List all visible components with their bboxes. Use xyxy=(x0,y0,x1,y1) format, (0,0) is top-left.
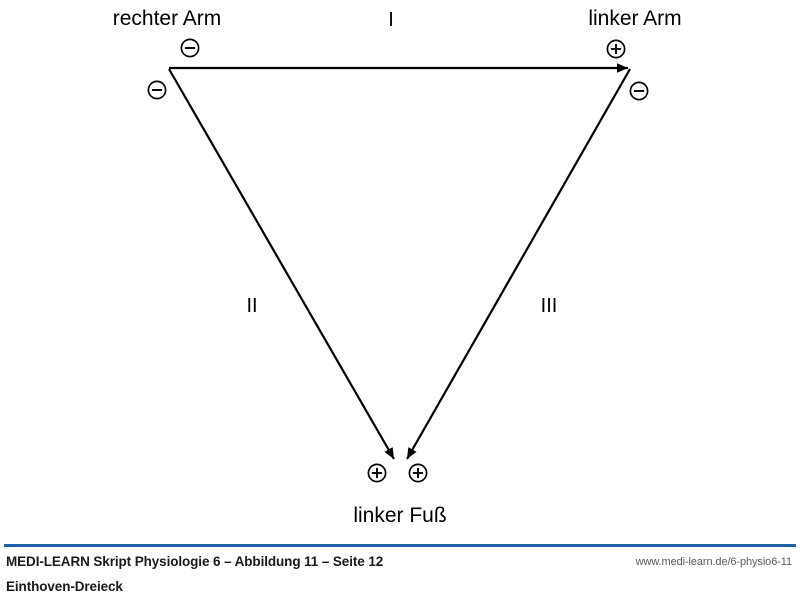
footer-figure-title: Einthoven-Dreieck xyxy=(6,579,123,595)
einthoven-triangle-figure: rechter Arm linker Arm linker Fuß I II I… xyxy=(112,7,682,527)
plus-circle-icon-left-foot-lead-ii xyxy=(367,463,388,484)
minus-circle-icon-left-arm-lead-iii xyxy=(629,81,650,102)
node-label-right-arm: rechter Arm xyxy=(112,7,222,30)
lead-iii-line xyxy=(406,68,631,460)
footer-divider xyxy=(4,544,796,547)
plus-circle-icon-left-arm-lead-i xyxy=(606,39,627,60)
node-label-left-arm: linker Arm xyxy=(588,7,682,30)
footer-url[interactable]: www.medi-learn.de/6-physio6-11 xyxy=(635,556,792,568)
node-label-left-foot: linker Fuß xyxy=(353,504,447,527)
footer-caption-block: MEDI-LEARN Skript Physiologie 6 – Abbild… xyxy=(6,553,526,596)
footer-source-line: MEDI-LEARN Skript Physiologie 6 – Abbild… xyxy=(6,554,384,569)
lead-ii-line xyxy=(168,68,395,460)
triangle-svg xyxy=(168,63,631,460)
plus-circle-icon-left-foot-lead-iii xyxy=(408,463,429,484)
lead-label-i: I xyxy=(388,9,394,31)
lead-label-ii: II xyxy=(246,295,258,317)
lead-label-iii: III xyxy=(540,295,558,317)
figure-footer: MEDI-LEARN Skript Physiologie 6 – Abbild… xyxy=(0,540,800,599)
minus-circle-icon-right-arm-lead-i xyxy=(180,38,201,59)
minus-circle-icon-right-arm-lead-ii xyxy=(147,80,168,101)
